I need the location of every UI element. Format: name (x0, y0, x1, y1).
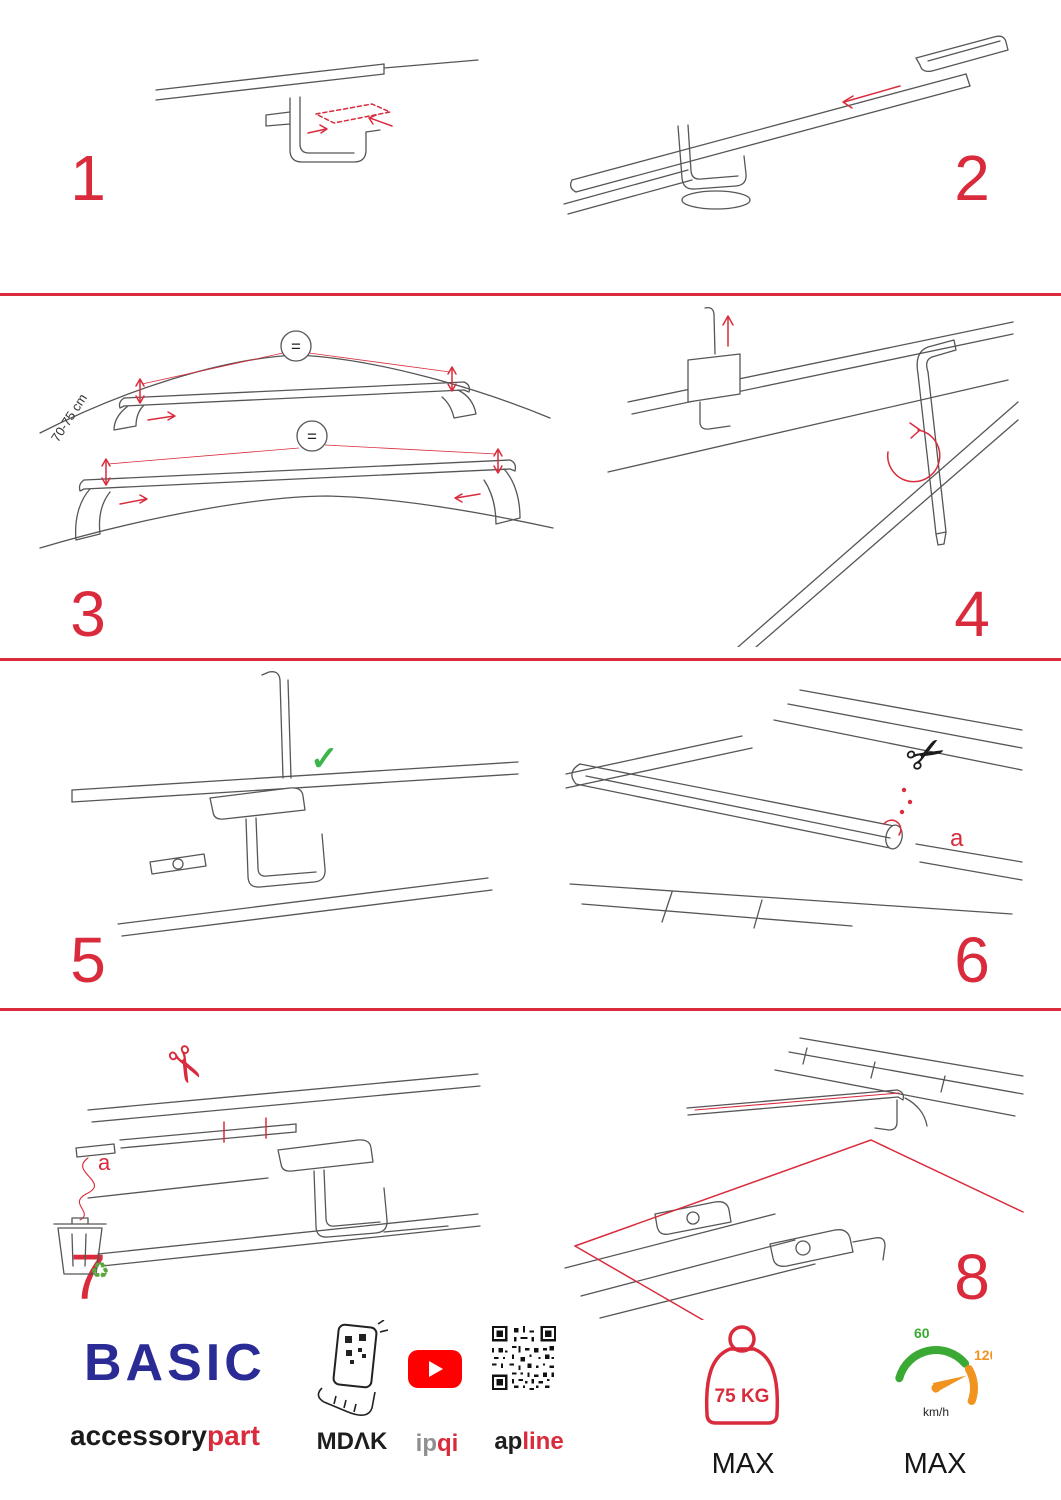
part-a-label: a (98, 1150, 111, 1175)
step1-insert-pad-marks (307, 103, 393, 134)
dimension-arrows (101, 366, 503, 505)
phone-qr-scan-icon (317, 1320, 389, 1416)
section-divider-2 (0, 658, 1061, 661)
step8-illustration (564, 1037, 1024, 1320)
step4-illustration (607, 306, 1019, 647)
apline-red: line (522, 1428, 564, 1455)
partner-mdak-label: MDΛK (316, 1428, 388, 1455)
step8-number: 8 (954, 1241, 990, 1313)
qr-code-icon (492, 1326, 556, 1390)
scissors-icon: ✂ (896, 722, 955, 786)
scissors-icon: ✂ (151, 1036, 217, 1096)
step6-illustration: ✂ a (565, 689, 1023, 929)
speed-high-label: 120 (974, 1347, 992, 1363)
checkmark-icon: ✓ (310, 740, 339, 778)
step6-cut-marks (883, 787, 913, 836)
wordmark-red: part (207, 1420, 260, 1451)
step7-cut-marks (78, 1117, 267, 1221)
step2-number: 2 (954, 142, 990, 214)
step2-slide-arrow (842, 85, 901, 109)
apline-black: ap (494, 1428, 523, 1455)
step5-number: 5 (70, 924, 106, 996)
partner-ipqi-label: ipqi (400, 1430, 474, 1458)
equals-symbol-front: = (307, 427, 317, 446)
step7-number: 7 (70, 1241, 106, 1313)
weight-limit-icon: 75 KG (704, 1325, 780, 1425)
weight-max-label: MAX (711, 1448, 775, 1480)
step1-number: 1 (70, 142, 106, 214)
equals-symbol-rear: = (291, 337, 301, 356)
ipqi-gray: ip (415, 1430, 437, 1457)
step1-illustration (155, 59, 479, 163)
recycle-icon: ♻ (90, 1258, 110, 1280)
step7-illustration: ✂ a ♻ (53, 1036, 481, 1280)
part-a-label: a (950, 825, 964, 852)
step3-illustration: = = 70-75 cm (39, 330, 554, 549)
weight-value: 75 KG (715, 1386, 770, 1407)
step2-illustration (563, 35, 1009, 215)
step4-number: 4 (954, 578, 990, 650)
bar-distance-label: 70-75 cm (48, 391, 90, 445)
speed-max-label: MAX (903, 1448, 967, 1480)
step6-number: 6 (954, 924, 990, 996)
step3-number: 3 (70, 578, 106, 650)
brand-logo: BASIC (84, 1334, 266, 1392)
speed-unit-label: km/h (923, 1405, 949, 1418)
section-divider-3 (0, 1008, 1061, 1011)
ipqi-red: qi (437, 1430, 459, 1457)
equal-distance-leader-lines (107, 352, 497, 465)
speed-low-label: 60 (914, 1325, 930, 1341)
wordmark-black: accessory (70, 1420, 208, 1451)
step4-motion-arrows (722, 315, 941, 483)
trash-bin-icon (53, 1217, 107, 1275)
youtube-icon (408, 1350, 462, 1388)
partner-apline-label: apline (484, 1428, 574, 1456)
brand-wordmark: accessorypart (70, 1420, 260, 1452)
section-divider-1 (0, 293, 1061, 296)
step8-fit-outline (574, 1092, 1024, 1320)
speedometer-icon: 60 120 km/h (895, 1325, 992, 1418)
step5-illustration: ✓ (71, 671, 519, 937)
